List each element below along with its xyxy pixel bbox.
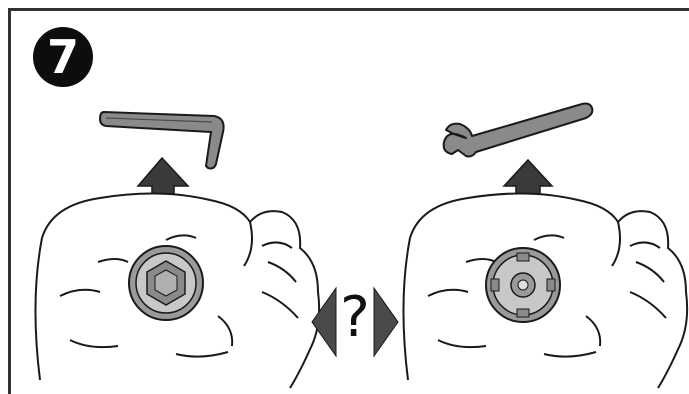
hex-socket-nut [128, 245, 204, 321]
diagram-frame [8, 8, 689, 394]
hex-key-icon [98, 110, 225, 170]
question-mark: ? [340, 285, 370, 350]
step-number-badge: 7 [33, 27, 93, 87]
open-end-wrench-icon [442, 102, 594, 158]
choice-arrows [311, 286, 399, 358]
slotted-nut [485, 247, 561, 323]
